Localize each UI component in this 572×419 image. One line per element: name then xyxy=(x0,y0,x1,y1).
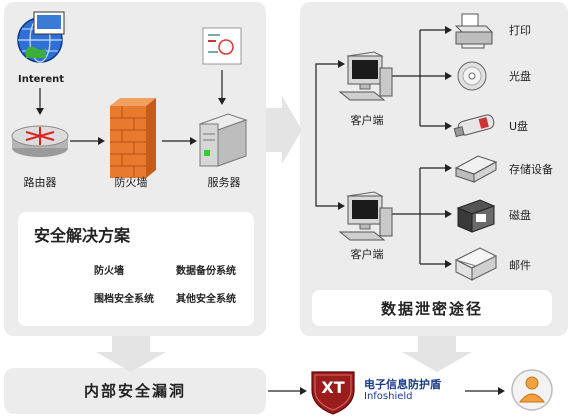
printer-icon xyxy=(454,13,494,49)
brand-chinese-name: 电子信息防护盾 xyxy=(364,378,441,391)
internal-vulnerability-bar xyxy=(4,368,266,414)
target-usb-label: U盘 xyxy=(509,120,529,133)
usb-drive-icon xyxy=(453,114,495,138)
storage-device-icon xyxy=(454,155,498,183)
router-label: 路由器 xyxy=(23,176,57,189)
router-icon xyxy=(11,125,69,157)
data-leak-title-box xyxy=(312,290,552,326)
firewall-icon xyxy=(110,98,156,178)
server-icon xyxy=(198,113,248,167)
target-mail-label: 邮件 xyxy=(509,259,531,272)
data-leak-panel xyxy=(300,2,568,336)
security-solution-box xyxy=(18,212,254,326)
cd-icon xyxy=(457,61,487,91)
target-disk-label: 磁盘 xyxy=(509,209,531,222)
xt-shield-logo-icon xyxy=(311,371,355,415)
target-print-label: 打印 xyxy=(509,24,531,37)
client-bottom-label: 客户端 xyxy=(350,248,384,261)
brand-english-name: Infoshield xyxy=(364,391,413,402)
user-avatar-icon xyxy=(511,369,553,411)
right-down-arrow xyxy=(402,336,472,372)
client-computer-top-icon xyxy=(338,51,393,101)
client-computer-bottom-icon xyxy=(338,191,393,241)
solution-item-firewall: 防火墙 xyxy=(94,266,124,277)
internet-label: Interent xyxy=(18,74,65,85)
firewall-label: 防火墙 xyxy=(114,176,148,189)
solution-item-doc-security: 围档安全系统 xyxy=(94,294,154,305)
mail-icon xyxy=(454,247,498,281)
branch-to-top-client xyxy=(315,63,340,141)
solution-item-other: 其他安全系统 xyxy=(176,294,236,305)
panel-right-arrow xyxy=(266,96,302,164)
document-icon xyxy=(202,27,242,65)
client-top-label: 客户端 xyxy=(350,114,384,127)
data-leak-title: 数据泄密途径 xyxy=(380,300,483,318)
left-down-arrow xyxy=(96,336,166,372)
internal-vulnerability-title: 内部安全漏洞 xyxy=(83,382,186,400)
target-cd-label: 光盘 xyxy=(509,70,531,83)
internet-globe-icon xyxy=(17,11,65,63)
server-label: 服务器 xyxy=(207,176,241,189)
branch-to-bottom-client xyxy=(315,141,340,207)
target-storage-label: 存储设备 xyxy=(509,163,553,176)
xt-logo-text: XT xyxy=(321,378,345,397)
floppy-disk-icon xyxy=(456,199,496,233)
solution-item-backup: 数据备份系统 xyxy=(176,266,236,277)
solution-title: 安全解决方案 xyxy=(34,226,131,245)
